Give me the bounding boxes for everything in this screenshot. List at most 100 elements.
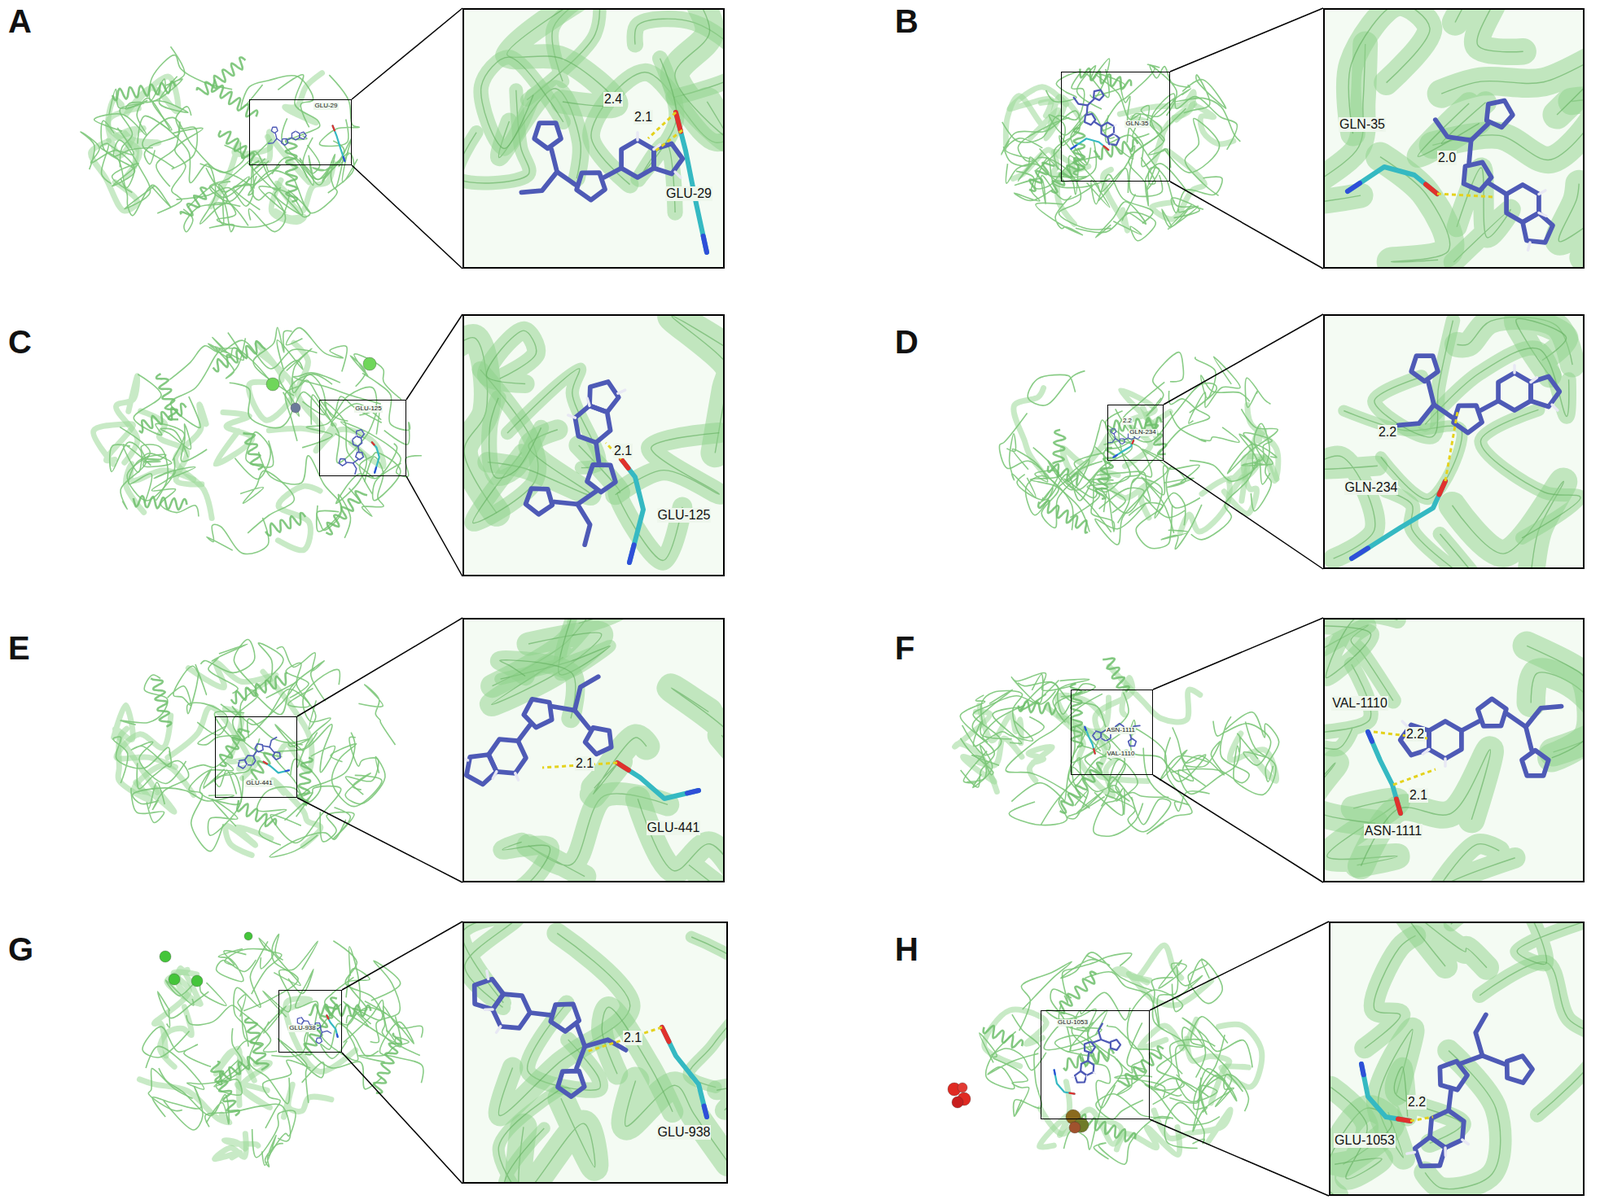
- coil-loop: [1027, 371, 1085, 406]
- residue-stick: [1084, 727, 1096, 754]
- ligand-ring: [338, 457, 348, 467]
- residue-oxygen: [326, 1015, 329, 1019]
- coil-loop: [962, 691, 1057, 756]
- residue-oxygen: [263, 762, 268, 765]
- coil-loop: [1128, 503, 1172, 549]
- alpha-helix: [1038, 500, 1088, 534]
- coil-loop: [1169, 1069, 1237, 1104]
- hydrogen-stub: [490, 771, 499, 779]
- beta-sheet: [1179, 479, 1230, 534]
- hydrogen-stub: [496, 1026, 501, 1034]
- focus-box: ASN-1111VAL-1110: [1070, 689, 1153, 776]
- hydrogen-bond: [1393, 769, 1436, 785]
- zoom-view: [1323, 8, 1585, 269]
- ligand: [1398, 355, 1560, 433]
- ligand-bond: [349, 463, 359, 475]
- ribbon-edge: [1348, 8, 1430, 134]
- coil-loop: [262, 1135, 284, 1168]
- ligand-bond: [1082, 105, 1092, 114]
- zoom-guide-line: [297, 797, 463, 883]
- coil-loop: [1084, 966, 1178, 1026]
- alpha-helix: [1070, 683, 1083, 748]
- ligand-ring: [583, 376, 623, 415]
- coil-loop: [1146, 352, 1184, 417]
- ligand-ring: [295, 1016, 305, 1026]
- ligand-ring: [1118, 438, 1125, 445]
- coil-loop: [100, 120, 139, 193]
- protein-overview: [113, 640, 396, 858]
- alpha-helix: [265, 512, 306, 536]
- alpha-helix: [211, 79, 258, 118]
- ligand-ring: [1077, 1059, 1097, 1079]
- coil-loop: [999, 412, 1091, 532]
- beta-sheet: [1028, 746, 1053, 781]
- alpha-helix: [1102, 658, 1129, 693]
- hydrogen-stub: [1071, 1076, 1075, 1080]
- ligand-bond: [1481, 401, 1500, 412]
- coil-loop: [1100, 734, 1133, 802]
- ligand-bond: [1525, 727, 1532, 750]
- coil-loop: [1164, 1102, 1205, 1149]
- ligand-bond: [521, 171, 557, 193]
- ligand-ring: [281, 139, 289, 146]
- ligand-bond: [574, 708, 590, 732]
- ligand-ring: [576, 172, 605, 200]
- zoom-guide-line: [1149, 1119, 1329, 1197]
- zoom-guide-line: [406, 314, 463, 400]
- coil-loop: [216, 181, 290, 228]
- zoom-guide-line: [341, 1052, 463, 1184]
- residue-label: GLN-35: [1338, 117, 1386, 132]
- ligand-ring: [1092, 731, 1101, 741]
- ligand-ring: [236, 758, 248, 771]
- coil-loop: [1164, 118, 1220, 197]
- ligand: [1064, 1021, 1125, 1091]
- ligand-bond: [319, 1032, 324, 1038]
- ligand-bond: [267, 737, 280, 748]
- alpha-helix: [231, 673, 288, 704]
- residue-nitrogen: [704, 1106, 707, 1118]
- coil-loop: [1063, 1059, 1123, 1151]
- residue-stick: [621, 459, 644, 563]
- coil-loop: [109, 442, 152, 473]
- coil-loop: [232, 158, 281, 211]
- coil-loop: [94, 97, 171, 136]
- residue-label: GLU-29: [665, 186, 713, 202]
- residue-oxygen: [1425, 184, 1438, 195]
- coil-loop: [1012, 1014, 1042, 1118]
- hydrogen-stub: [1512, 365, 1516, 373]
- hydrogen-stub: [635, 132, 639, 141]
- coil-loop: [167, 664, 207, 706]
- ligand-bond: [1525, 706, 1562, 728]
- panel-letter: C: [8, 325, 32, 359]
- ribbon: [1348, 8, 1430, 134]
- ribbon-edge: [486, 330, 536, 384]
- ribbon: [637, 798, 725, 883]
- zoom-guide-line: [1163, 314, 1324, 405]
- ligand-ring: [1453, 405, 1482, 433]
- residue-stick: [372, 442, 380, 473]
- ligand-bond: [1084, 1053, 1092, 1061]
- ribbon-edge: [601, 1007, 673, 1113]
- zoom-inset-box: 2.42.1GLU-29: [462, 8, 725, 269]
- coil-loop: [113, 140, 154, 209]
- coil-loop: [133, 374, 207, 462]
- coil-loop: [343, 968, 372, 1025]
- beta-sheet: [224, 709, 259, 779]
- ligand-bond: [1108, 438, 1116, 443]
- alpha-helix: [308, 1004, 371, 1017]
- ligand-bond: [571, 1047, 589, 1070]
- alpha-helix: [1047, 464, 1079, 486]
- beta-sheet: [955, 711, 998, 792]
- ligand: [1429, 85, 1577, 264]
- ligand-bond: [556, 171, 576, 185]
- panel-letter: G: [8, 933, 34, 966]
- residue-label: GLU-441: [646, 820, 702, 836]
- residue-oxygen: [1093, 749, 1096, 754]
- coil-loop: [302, 386, 377, 448]
- alpha-helix: [242, 433, 263, 470]
- residue-oxygen: [621, 459, 629, 469]
- ribbon-edge: [462, 841, 551, 883]
- ligand-ring: [465, 973, 507, 1015]
- zoom-view: [462, 8, 725, 269]
- ribbon-edge: [671, 688, 725, 755]
